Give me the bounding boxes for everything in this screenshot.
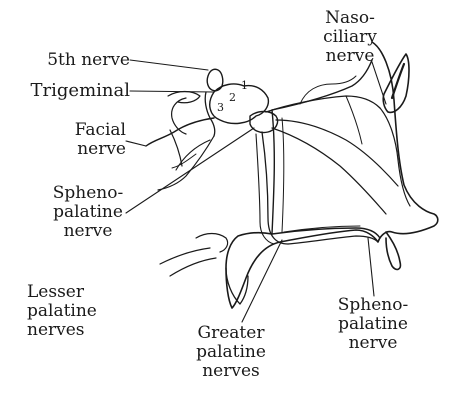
left-bone-shape-2	[170, 130, 182, 166]
nerve-branch-lower	[272, 128, 386, 214]
greater-palatine-descending-2	[256, 134, 274, 244]
label-sphenopalatine-left-line-2: palatine	[45, 203, 131, 222]
label-lesser-palatine-line-3: nerves	[27, 321, 97, 340]
leader-sphenopalatine-left	[126, 128, 254, 213]
label-sphenopalatine-right-line-1: Spheno-	[323, 296, 423, 315]
leader-nasociliary	[372, 62, 386, 104]
label-sphenopalatine-left-line-1: Spheno-	[45, 184, 131, 203]
label-sphenopalatine-right-line-2: palatine	[323, 315, 423, 334]
nerve-branch-mid	[276, 120, 398, 186]
lesser-palatine-branch-1	[158, 136, 214, 190]
label-trigeminal-text: Trigeminal	[31, 81, 130, 100]
lesser-palatine-branch-2	[176, 140, 210, 170]
label-nasociliary-line-3: nerve	[305, 47, 395, 66]
orbit-inner	[392, 64, 404, 98]
facial-nerve-branch	[146, 118, 214, 146]
label-fifth-nerve: 5th nerve	[47, 51, 130, 70]
nerve-branch-upper	[266, 96, 380, 112]
left-bone-shape	[168, 92, 200, 103]
nasal-cavity-outline	[226, 42, 438, 308]
lower-left-bone-2	[160, 248, 210, 264]
label-facial-line-1: Facial	[75, 121, 126, 140]
label-greater-palatine-line-2: palatine	[176, 343, 286, 362]
leader-trigeminal	[130, 91, 214, 92]
leader-sphenopalatine-right	[368, 238, 374, 296]
leader-facial	[126, 141, 146, 146]
label-lesser-palatine-line-2: palatine	[27, 302, 97, 321]
label-sphenopalatine-right-line-3: nerve	[323, 334, 423, 353]
label-sphenopalatine-left-line-3: nerve	[45, 222, 131, 241]
nasociliary-branch-2	[346, 96, 362, 144]
label-greater-palatine: Greater palatine nerves	[176, 324, 286, 381]
label-facial-nerve: Facial nerve	[75, 121, 126, 159]
label-greater-palatine-line-3: nerves	[176, 362, 286, 381]
posterior-wall-inner	[282, 118, 284, 232]
label-sphenopalatine-right: Spheno- palatine nerve	[323, 296, 423, 353]
label-trigeminal: Trigeminal	[31, 81, 130, 100]
label-nasociliary-line-2: ciliary	[305, 28, 395, 47]
leader-fifth-nerve	[130, 60, 208, 70]
lower-left-bone-3	[170, 258, 216, 276]
ganglion-number-1: 1	[241, 80, 248, 92]
ganglion-number-2: 2	[229, 92, 236, 104]
label-nasociliary-line-1: Naso-	[305, 9, 395, 28]
nostril-outline	[386, 232, 400, 269]
label-fifth-nerve-text: 5th nerve	[47, 51, 130, 70]
ganglion-number-3: 3	[217, 102, 224, 114]
label-lesser-palatine-line-1: Lesser	[27, 283, 97, 302]
label-facial-line-2: nerve	[75, 140, 126, 159]
fifth-nerve-root	[207, 69, 223, 91]
label-nasociliary: Naso- ciliary nerve	[305, 9, 395, 66]
label-sphenopalatine-left: Spheno- palatine nerve	[45, 184, 131, 241]
label-greater-palatine-line-1: Greater	[176, 324, 286, 343]
lesser-palatine-branch-3	[172, 154, 196, 168]
label-lesser-palatine: Lesser palatine nerves	[27, 283, 97, 340]
